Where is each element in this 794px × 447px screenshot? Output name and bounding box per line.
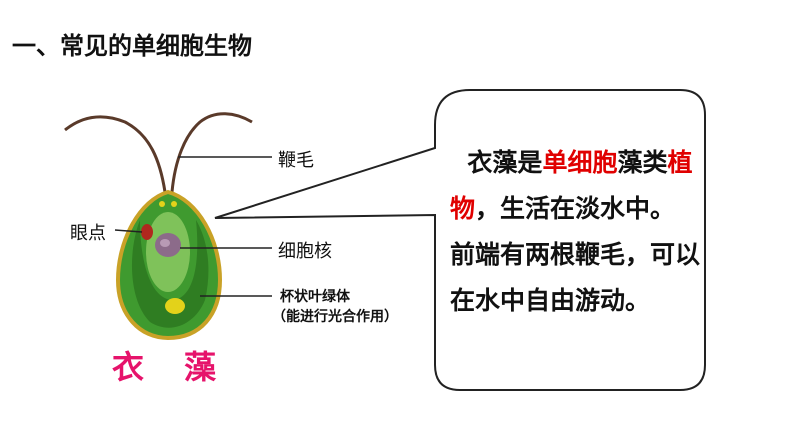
label-chloroplast-note: （能进行光合作用） — [272, 309, 398, 325]
leader-eyespot — [114, 229, 143, 233]
organism-caption: 衣藻 — [112, 342, 220, 388]
bubble-segment: ，生活在淡水中。前端有两根鞭毛，可以在水中自由游动。 — [450, 194, 701, 315]
label-flagella: 鞭毛 — [278, 150, 314, 171]
caption-part-1: 衣 — [112, 348, 149, 386]
chloroplast-cup — [131, 220, 209, 328]
eyespot-shape — [141, 224, 153, 240]
flagellum-right — [170, 112, 253, 193]
page-title: 一、常见的单细胞生物 — [12, 32, 252, 60]
speech-bubble — [214, 89, 706, 391]
bubble-description: 衣藻是单细胞藻类植物，生活在淡水中。前端有两根鞭毛，可以在水中自由游动。 — [450, 140, 700, 324]
flagellum-left — [64, 115, 167, 193]
bubble-segment: 衣藻是 — [467, 148, 543, 177]
label-nucleus: 细胞核 — [278, 241, 332, 262]
bubble-segment: 藻类 — [617, 148, 668, 177]
label-eyespot: 眼点 — [70, 223, 106, 244]
label-chloroplast: 杯状叶绿体 — [280, 289, 350, 305]
pyrenoid-shape — [165, 298, 185, 314]
bubble-segment-highlight: 单细胞 — [542, 148, 618, 177]
bubble-segment-highlight: 植物 — [450, 148, 693, 223]
caption-part-2: 藻 — [184, 348, 221, 386]
